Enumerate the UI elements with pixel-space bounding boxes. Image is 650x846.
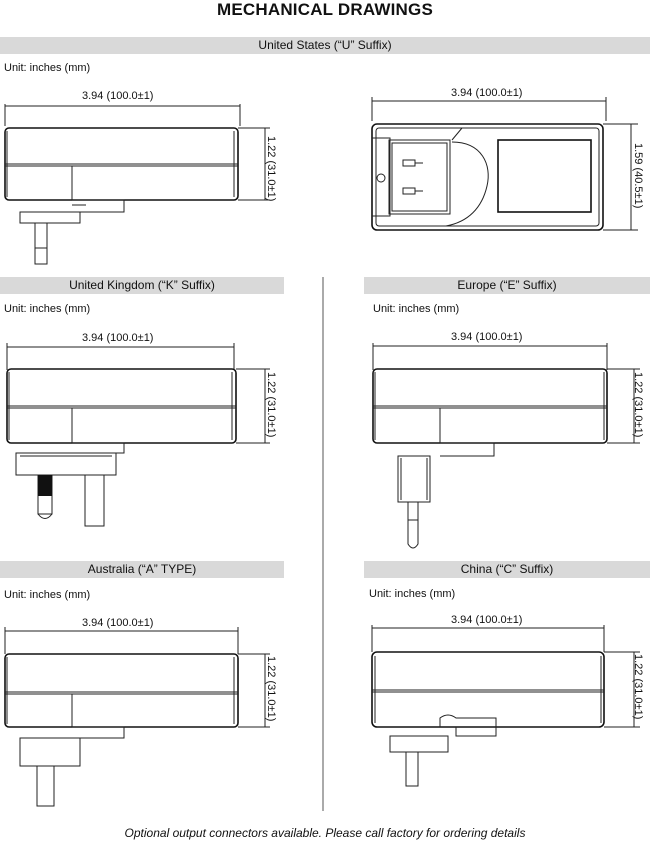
unit-label-eu: Unit: inches (mm) (373, 303, 460, 315)
uk-side-view (6, 343, 270, 527)
unit-label-uk: Unit: inches (mm) (4, 303, 91, 315)
page-title: MECHANICAL DRAWINGS (217, 0, 433, 19)
us-side-view (4, 104, 270, 265)
width-dim-cn: 3.94 (100.0±1) (451, 614, 523, 626)
section-heading-au: Australia (“A” TYPE) (0, 561, 284, 578)
width-dim-us-side: 3.94 (100.0±1) (82, 90, 154, 102)
cn-side-view (371, 625, 640, 787)
section-heading-eu: Europe (“E” Suffix) (364, 277, 650, 294)
width-dim-eu: 3.94 (100.0±1) (451, 331, 523, 343)
eu-side-view (372, 343, 640, 549)
au-side-view (4, 627, 270, 807)
section-heading-cn: China (“C” Suffix) (364, 561, 650, 578)
unit-label-au: Unit: inches (mm) (4, 589, 91, 601)
width-dim-au: 3.94 (100.0±1) (82, 617, 154, 629)
unit-label-cn: Unit: inches (mm) (369, 588, 456, 600)
section-heading-us: United States (“U” Suffix) (0, 37, 650, 54)
unit-label-us: Unit: inches (mm) (4, 62, 91, 74)
us-front-view (371, 97, 638, 231)
width-dim-us-front: 3.94 (100.0±1) (451, 87, 523, 99)
section-heading-uk: United Kingdom (“K” Suffix) (0, 277, 284, 294)
width-dim-uk: 3.94 (100.0±1) (82, 332, 154, 344)
footer-note: Optional output connectors available. Pl… (124, 826, 526, 840)
